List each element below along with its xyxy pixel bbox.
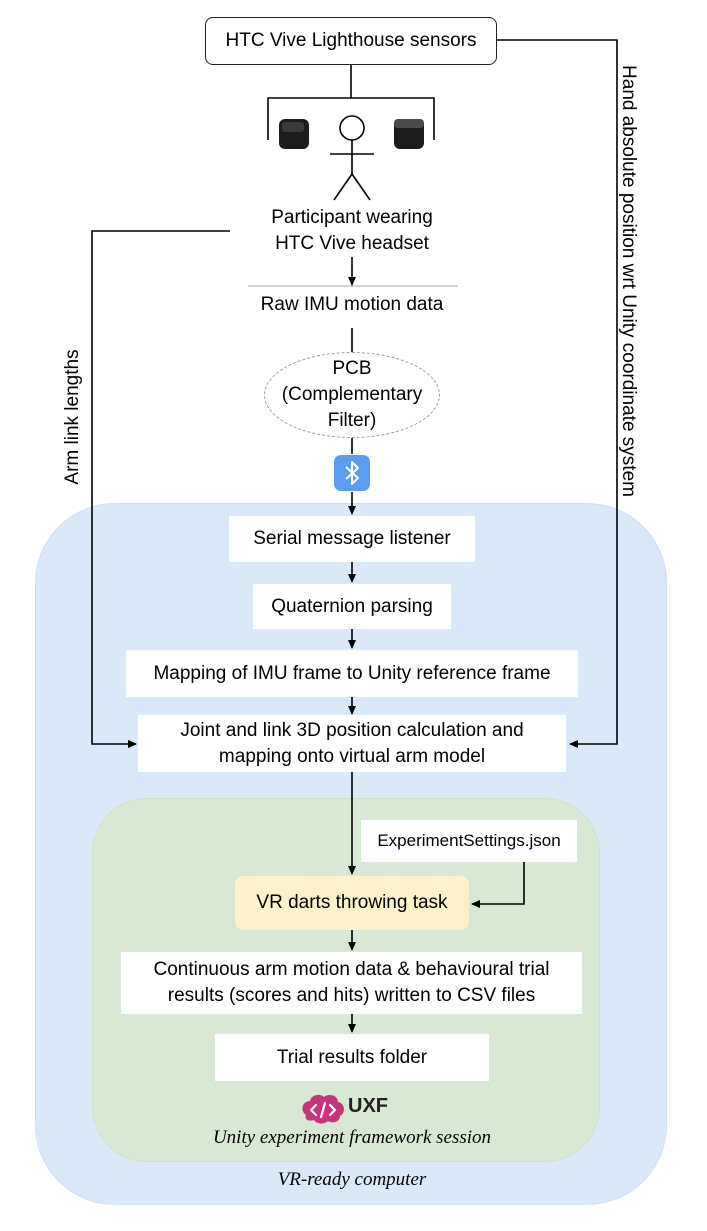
quaternion-parsing-label: Quaternion parsing: [271, 595, 433, 617]
hand-position-label: Hand absolute position wrt Unity coordin…: [618, 65, 639, 497]
lighthouse-sensor-icon: [394, 119, 424, 149]
continuous-data-line-2: results (scores and hits) written to CSV…: [167, 985, 536, 1006]
participant-line-2: HTC Vive headset: [275, 233, 429, 254]
joint-calculation-line-1: Joint and link 3D position calculation a…: [180, 719, 524, 741]
continuous-data-box: Continuous arm motion data & behavioural…: [121, 952, 582, 1014]
vr-darts-task-box: VR darts throwing task: [235, 876, 469, 930]
pcb-ellipse: PCB (Complementary Filter): [264, 352, 440, 438]
person-icon: [330, 115, 374, 201]
serial-listener-label: Serial message listener: [253, 528, 451, 549]
frame-mapping-box: Mapping of IMU frame to Unity reference …: [126, 650, 578, 697]
experiment-settings-box: ExperimentSettings.json: [361, 820, 577, 862]
raw-imu-label: Raw IMU motion data: [260, 294, 444, 315]
arm-link-lengths-label: Arm link lengths: [62, 349, 83, 485]
lighthouse-sensors-box: HTC Vive Lighthouse sensors: [205, 17, 497, 65]
quaternion-parsing-box: Quaternion parsing: [253, 584, 451, 629]
lighthouse-sensor-icon: [279, 119, 309, 149]
participant-line-1: Participant wearing: [271, 207, 433, 228]
participant-label: Participant wearing HTC Vive headset: [230, 205, 474, 257]
vr-darts-task-label: VR darts throwing task: [256, 892, 448, 913]
trial-results-folder-box: Trial results folder: [215, 1034, 489, 1081]
experiment-settings-label: ExperimentSettings.json: [377, 831, 561, 850]
joint-calculation-box: Joint and link 3D position calculation a…: [138, 715, 566, 772]
frame-mapping-label: Mapping of IMU frame to Unity reference …: [153, 662, 551, 684]
pcb-line-1: PCB: [332, 358, 372, 379]
trial-results-folder-label: Trial results folder: [276, 1046, 428, 1068]
lighthouse-sensors-label: HTC Vive Lighthouse sensors: [225, 30, 477, 51]
vr-ready-computer-caption: VR-ready computer: [277, 1169, 427, 1190]
uxf-logo-text: UXF: [348, 1095, 388, 1117]
joint-calculation-line-2: mapping onto virtual arm model: [218, 745, 486, 767]
serial-listener-box: Serial message listener: [229, 516, 475, 562]
continuous-data-line-1: Continuous arm motion data & behavioural…: [153, 959, 550, 980]
uxf-session-caption: Unity experiment framework session: [212, 1127, 492, 1148]
pcb-line-2: (Complementary: [281, 384, 423, 405]
pcb-line-3: Filter): [327, 410, 377, 431]
bluetooth-icon: [334, 455, 370, 491]
brain-code-icon: [302, 1094, 344, 1124]
